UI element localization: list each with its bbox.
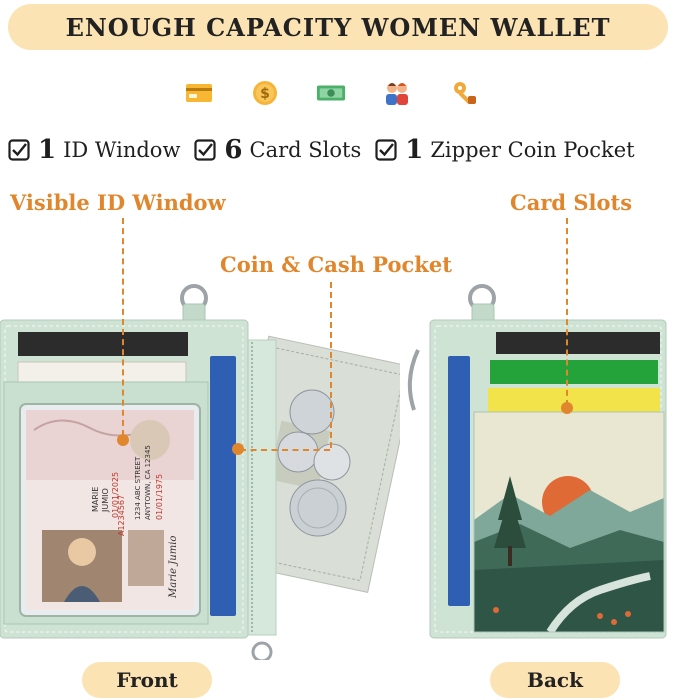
callout-line-coin	[330, 282, 332, 448]
landscape-pocket	[474, 412, 664, 635]
id-dob: 01/01/1975	[155, 474, 164, 520]
checkbox-icon	[375, 139, 397, 161]
feature-count: 1	[38, 135, 57, 165]
card-blue	[448, 356, 470, 606]
checkbox-icon	[8, 139, 30, 161]
callout-dot-coin	[232, 443, 244, 455]
callout-card-slots: Card Slots	[510, 190, 633, 215]
id-last-name: JUMIO	[101, 488, 110, 513]
callout-line-coin-horizontal	[240, 449, 330, 451]
feature-label: Zipper Coin Pocket	[430, 138, 635, 162]
feature-label: Card Slots	[249, 138, 362, 162]
wallet-front-illustration: A1234567 01/01/2025 JUMIO MARIE 1234 ABC…	[0, 284, 400, 660]
feature-count: 1	[405, 135, 424, 165]
cash-icon	[316, 78, 346, 108]
family-icon	[382, 78, 412, 108]
id-number: A1234567	[117, 495, 126, 536]
card-black	[496, 332, 660, 354]
page-title: ENOUGH CAPACITY WOMEN WALLET	[8, 4, 668, 50]
card-green	[490, 360, 658, 384]
feature-list: 1 ID Window 6 Card Slots 1 Zipper Coin P…	[8, 130, 673, 170]
card-yellow	[488, 388, 660, 412]
card-white	[17, 361, 187, 383]
label-front: Front	[82, 662, 212, 698]
id-address-1: 1234 ABC STREET	[134, 456, 142, 520]
feature-count: 6	[224, 135, 243, 165]
feature-card-slots: 6 Card Slots	[194, 135, 361, 165]
id-signature: Marie Jumio	[168, 536, 179, 599]
feature-label: ID Window	[63, 138, 181, 162]
wallet-stitching	[4, 325, 244, 633]
key-icon	[450, 78, 480, 108]
callout-line-card	[566, 218, 568, 406]
label-back: Back	[490, 662, 620, 698]
card-black	[18, 332, 188, 356]
callout-coin-pocket: Coin & Cash Pocket	[220, 252, 452, 277]
wallet-back-illustration	[407, 284, 667, 639]
coin-icon: $	[250, 78, 280, 108]
coins	[277, 389, 351, 537]
id-first-name: MARIE	[91, 487, 100, 512]
zipper-pocket	[245, 339, 277, 636]
side-clasp	[407, 349, 420, 411]
callout-id-window: Visible ID Window	[10, 190, 226, 215]
feature-zipper-pocket: 1 Zipper Coin Pocket	[375, 135, 635, 165]
svg-text:$: $	[260, 86, 270, 102]
id-exp: 01/01/2025	[111, 472, 120, 518]
zipper-pull	[251, 641, 273, 660]
feature-icon-row: $	[0, 78, 679, 110]
id-address-2: ANYTOWN, CA 12345	[144, 445, 152, 520]
card-blue	[210, 356, 236, 616]
callout-line-id	[122, 218, 124, 436]
feature-id-window: 1 ID Window	[8, 135, 180, 165]
callout-dot-id	[117, 434, 129, 446]
checkbox-icon	[194, 139, 217, 161]
callout-dot-card	[561, 402, 573, 414]
credit-card-icon	[184, 78, 214, 108]
